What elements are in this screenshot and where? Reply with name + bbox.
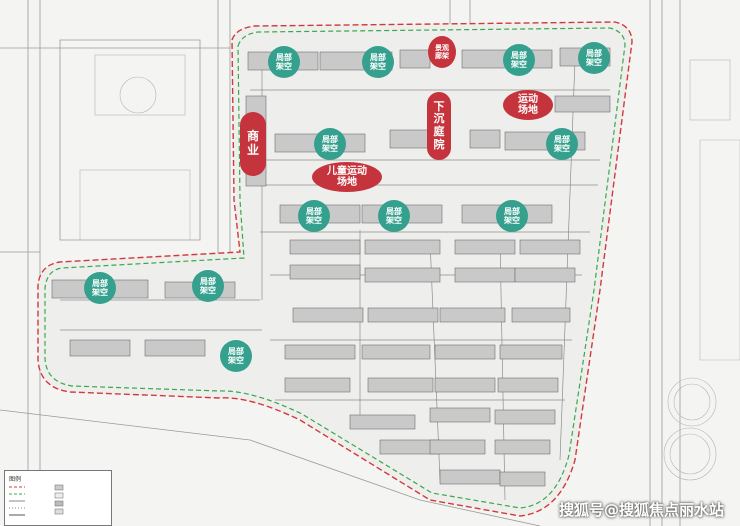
building	[429, 407, 491, 423]
building	[429, 439, 486, 455]
building	[399, 49, 431, 69]
building	[439, 307, 506, 323]
watermark: 搜狐号@搜狐焦点丽水站	[558, 501, 724, 519]
overhead-marker: 局部 架空	[546, 128, 578, 160]
building	[292, 307, 364, 323]
legend-box: 图例	[4, 470, 112, 526]
overhead-marker: 局部 架空	[314, 128, 346, 160]
legend-title: 图例	[9, 477, 22, 483]
building	[289, 264, 361, 280]
building	[389, 129, 431, 149]
building	[497, 377, 559, 393]
building	[289, 239, 361, 255]
surrounding-roads	[0, 0, 681, 526]
building	[434, 344, 496, 360]
building	[439, 469, 501, 485]
building	[434, 377, 496, 393]
overhead-marker: 局部 架空	[578, 42, 610, 74]
sports-field-label: 运动 场地	[503, 90, 553, 120]
building	[454, 267, 516, 283]
building	[519, 239, 581, 255]
sunken-garden-label: 下 沉 庭 院	[427, 92, 451, 160]
building	[361, 344, 431, 360]
building	[499, 471, 546, 487]
overhead-marker: 局部 架空	[192, 270, 224, 302]
building	[349, 414, 416, 430]
building	[284, 377, 351, 393]
building	[554, 95, 611, 113]
overhead-marker: 局部 架空	[220, 340, 252, 372]
overhead-marker: 局部 架空	[378, 200, 410, 232]
overhead-marker: 局部 架空	[362, 46, 394, 78]
legend-swatches	[9, 484, 64, 516]
overhead-marker: 局部 架空	[84, 272, 116, 304]
building	[364, 239, 441, 255]
neighbor-blocks	[79, 54, 740, 481]
building	[511, 307, 571, 323]
overhead-marker: 局部 架空	[298, 200, 330, 232]
overhead-marker: 局部 架空	[503, 44, 535, 76]
overhead-marker: 局部 架空	[496, 200, 528, 232]
building	[367, 307, 439, 323]
building	[144, 339, 206, 357]
building	[367, 377, 434, 393]
site-boundary-green	[44, 27, 626, 509]
building	[284, 344, 356, 360]
building	[499, 344, 563, 360]
building	[514, 267, 576, 283]
building	[494, 439, 551, 455]
commercial-label: 商 业	[240, 112, 266, 176]
building	[454, 239, 516, 255]
building	[494, 409, 556, 425]
scenic-overhead-label: 景观 廊架	[428, 36, 456, 68]
building	[364, 267, 441, 283]
building	[469, 129, 501, 149]
internal-roads	[60, 59, 610, 501]
building	[69, 339, 131, 357]
overhead-marker: 局部 架空	[268, 46, 300, 78]
kids-sports-field-label: 儿童运动 场地	[312, 162, 382, 192]
